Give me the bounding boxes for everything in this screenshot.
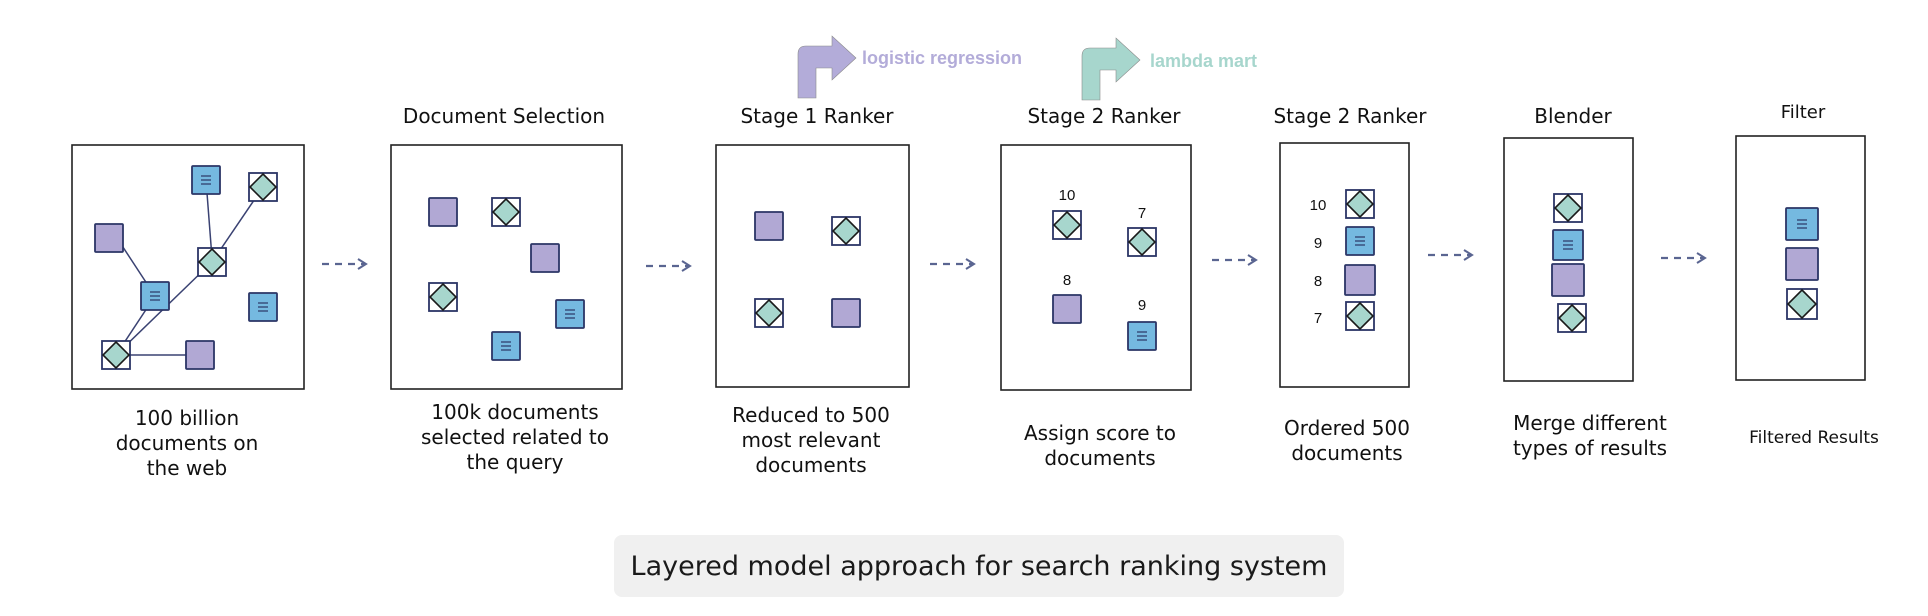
purple-document-icon-29 xyxy=(1551,263,1585,297)
stage-box-stage1-ranker xyxy=(715,144,910,388)
teal-diamond-document-icon-16 xyxy=(831,216,861,246)
teal-diamond-document-icon-17 xyxy=(754,298,784,328)
blue-text-document-icon-24 xyxy=(1345,226,1375,256)
caption-filtered-results: Filtered Results xyxy=(1749,428,1879,448)
score-label-10: 10 xyxy=(1059,187,1076,204)
flow-arrow-4 xyxy=(1212,254,1258,266)
teal-diamond-document-icon-20 xyxy=(1127,227,1157,257)
teal-diamond-document-icon-33 xyxy=(1786,288,1818,320)
annotation-lambda-mart: lambda mart xyxy=(1150,51,1258,71)
teal-diamond-document-icon-27 xyxy=(1553,193,1583,223)
caption-web-documents: 100 billion documents on the web xyxy=(115,406,259,480)
purple-document-icon-21 xyxy=(1052,294,1082,324)
purple-document-icon-18 xyxy=(831,298,861,328)
blue-text-document-icon-13 xyxy=(555,299,585,329)
stage-title-blender: Blender xyxy=(1534,104,1612,128)
blue-text-document-icon-5 xyxy=(140,281,170,311)
flow-arrow-1 xyxy=(322,258,368,270)
teal-diamond-document-icon-26 xyxy=(1345,301,1375,331)
purple-document-icon-11 xyxy=(530,243,560,273)
purple-document-icon-8 xyxy=(185,340,215,370)
teal-diamond-document-icon-30 xyxy=(1557,303,1587,333)
teal-diamond-document-icon-10 xyxy=(491,197,521,227)
flow-arrow-6 xyxy=(1661,252,1707,264)
ordered-score-1: 10 xyxy=(1310,197,1327,214)
flow-arrow-3 xyxy=(930,258,976,270)
blue-text-document-icon-22 xyxy=(1127,321,1157,351)
flow-arrow-5 xyxy=(1428,249,1474,261)
diagram-footer-caption: Layered model approach for search rankin… xyxy=(614,535,1344,597)
ordered-score-2: 9 xyxy=(1314,235,1322,252)
stage-title-stage2-ranker-ordering: Stage 2 Ranker xyxy=(1273,104,1427,128)
purple-document-icon-9 xyxy=(428,197,458,227)
blue-text-document-icon-6 xyxy=(248,292,278,322)
ordered-score-3: 8 xyxy=(1314,273,1322,290)
lambda-mart-arrow-icon xyxy=(1081,37,1141,101)
purple-document-icon-25 xyxy=(1344,264,1376,296)
caption-document-selection: 100k documents selected related to the q… xyxy=(421,400,609,474)
stage-title-stage2-ranker-scoring: Stage 2 Ranker xyxy=(1027,104,1181,128)
teal-diamond-document-icon-4 xyxy=(197,247,227,277)
teal-diamond-document-icon-19 xyxy=(1052,210,1082,240)
stage-title-document-selection: Document Selection xyxy=(402,104,606,128)
teal-diamond-document-icon-12 xyxy=(428,282,458,312)
score-label-9: 9 xyxy=(1138,297,1146,314)
purple-document-icon-15 xyxy=(754,211,784,241)
caption-stage1-ranker: Reduced to 500 most relevant documents xyxy=(732,403,890,477)
teal-diamond-document-icon-2 xyxy=(248,172,278,202)
teal-diamond-document-icon-7 xyxy=(101,340,131,370)
score-label-7: 7 xyxy=(1138,205,1146,222)
stage-title-filter: Filter xyxy=(1780,102,1826,123)
blue-text-document-icon-1 xyxy=(191,165,221,195)
stage-box-stage2-scoring xyxy=(1000,144,1192,391)
teal-diamond-document-icon-23 xyxy=(1345,189,1375,219)
caption-ordered-documents: Ordered 500 documents xyxy=(1284,416,1410,465)
blue-text-document-icon-14 xyxy=(491,331,521,361)
purple-document-icon-32 xyxy=(1785,247,1819,281)
flow-arrow-2 xyxy=(646,260,692,272)
logistic-regression-arrow-icon xyxy=(797,35,857,99)
caption-blender: Merge different types of results xyxy=(1512,411,1668,460)
annotation-logistic-regression: logistic regression xyxy=(862,48,1023,68)
blue-text-document-icon-28 xyxy=(1552,229,1584,261)
blue-text-document-icon-31 xyxy=(1785,207,1819,241)
stage-title-stage1-ranker: Stage 1 Ranker xyxy=(740,104,894,128)
score-label-8: 8 xyxy=(1063,272,1071,289)
caption-stage2-scoring: Assign score to documents xyxy=(1024,421,1176,470)
purple-document-icon-3 xyxy=(94,223,124,253)
ordered-score-4: 7 xyxy=(1314,310,1322,327)
